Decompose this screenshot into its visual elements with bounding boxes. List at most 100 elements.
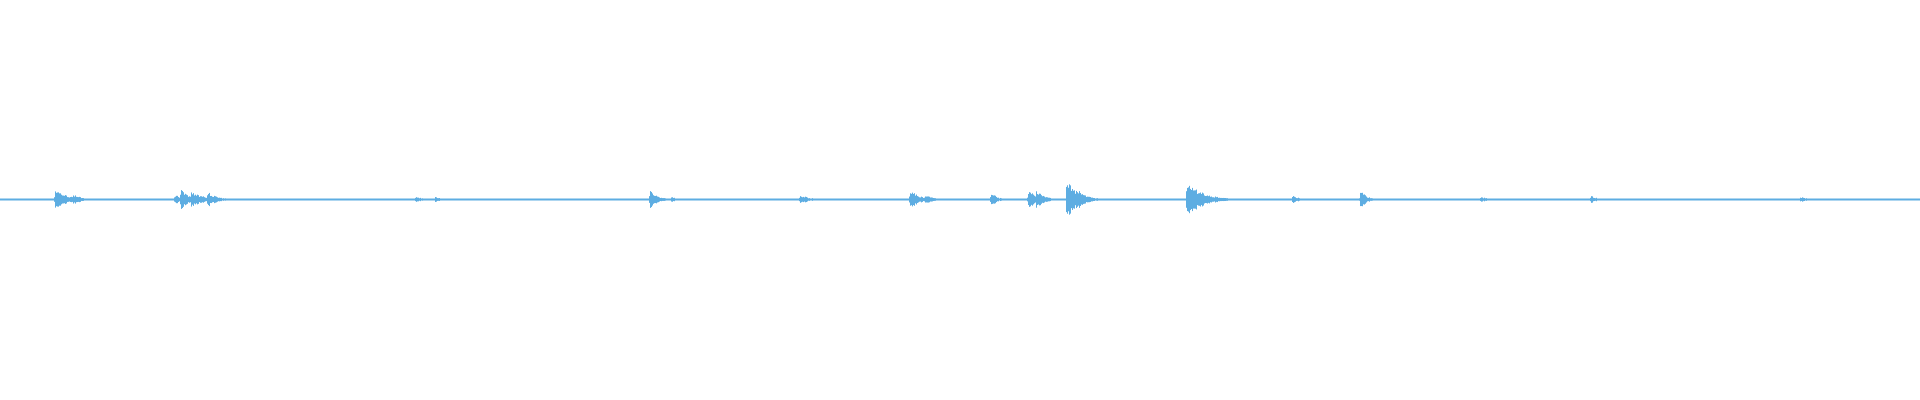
waveform-bar (200, 196, 201, 203)
waveform-bar (72, 197, 73, 202)
waveform-bar (1223, 197, 1224, 202)
waveform-bar (1201, 194, 1202, 205)
waveform-bar (1213, 197, 1214, 202)
waveform-bar (1044, 196, 1045, 203)
waveform-bar (805, 196, 806, 203)
waveform-bar (1359, 198, 1360, 201)
waveform-bar (225, 198, 226, 201)
waveform-bar (75, 195, 76, 204)
waveform-bar (64, 195, 65, 204)
waveform-bar (180, 194, 181, 205)
waveform-bar (74, 196, 75, 203)
waveform-bar (802, 197, 803, 202)
waveform-bar (1039, 193, 1040, 206)
waveform-bar (803, 196, 804, 203)
waveform-bar (1292, 196, 1293, 203)
waveform-bar (1802, 197, 1803, 202)
waveform-bar (1079, 191, 1080, 208)
waveform-bar (1370, 198, 1371, 201)
waveform-bar (800, 196, 801, 203)
waveform-bar (650, 191, 651, 208)
waveform-bar (438, 198, 439, 201)
waveform-bar (804, 197, 805, 202)
waveform-bar (1037, 194, 1038, 205)
waveform-bar (658, 196, 659, 203)
waveform-bar (1196, 189, 1197, 210)
waveform-bar (1080, 193, 1081, 206)
waveform-bar (214, 195, 215, 204)
waveform-bar (77, 196, 78, 203)
waveform-bar (930, 197, 931, 202)
waveform-bar (929, 196, 930, 203)
waveform-bar (1219, 197, 1220, 202)
waveform-bar (1225, 198, 1226, 201)
waveform-bar (671, 197, 672, 202)
waveform-bar (812, 198, 813, 201)
waveform-bar (1221, 197, 1222, 202)
waveform-bar (78, 197, 79, 202)
waveform-bar (1294, 196, 1295, 203)
waveform-bar (654, 195, 655, 204)
waveform-bar (916, 194, 917, 205)
waveform-bar (1192, 187, 1193, 212)
waveform-bar (1361, 192, 1362, 207)
waveform-bar (912, 192, 913, 207)
waveform-bar (1211, 196, 1212, 203)
waveform-bar (1049, 197, 1050, 202)
waveform-bar (1362, 192, 1363, 207)
waveform-bar (914, 193, 915, 206)
waveform-bar (1041, 195, 1042, 204)
waveform-bar (1209, 195, 1210, 204)
waveform-bar (76, 196, 77, 203)
waveform-bar (1094, 198, 1095, 201)
waveform-bar (661, 197, 662, 202)
waveform-bar (918, 196, 919, 203)
waveform-bar (1482, 197, 1483, 202)
waveform-bar (1097, 198, 1098, 201)
waveform-bar (436, 197, 437, 202)
waveform-bar (1045, 197, 1046, 202)
waveform-bar (71, 196, 72, 203)
waveform-bar (1187, 187, 1188, 212)
waveform-bar (1216, 197, 1217, 202)
waveform-bar (1203, 193, 1204, 206)
waveform-bar (422, 198, 423, 201)
waveform-bar (657, 196, 658, 203)
waveform-bar (919, 197, 920, 202)
waveform-bar (178, 197, 179, 202)
waveform-bar (1081, 194, 1082, 205)
waveform-bar (926, 196, 927, 203)
waveform-bar (1197, 193, 1198, 206)
waveform-bar (1369, 197, 1370, 202)
waveform-bar (57, 192, 58, 207)
waveform-bar (1191, 189, 1192, 210)
waveform-bar (1480, 198, 1481, 201)
waveform-bar (1486, 198, 1487, 201)
waveform-bar (653, 195, 654, 204)
waveform-bar (1031, 194, 1032, 205)
waveform-bar (1596, 197, 1597, 202)
waveform-bar (83, 198, 84, 201)
waveform-bar (993, 195, 994, 204)
waveform-bar (1208, 196, 1209, 203)
waveform-bar (1091, 197, 1092, 202)
waveform-bar (1067, 185, 1068, 214)
waveform-bar (183, 192, 184, 207)
waveform-bar (418, 197, 419, 202)
waveform-bar (1028, 193, 1029, 206)
waveform-bar (931, 197, 932, 202)
waveform-bar (1363, 194, 1364, 205)
waveform-bar (1078, 193, 1079, 206)
waveform-bar (920, 197, 921, 202)
waveform-bar (416, 197, 417, 202)
waveform-bar (206, 197, 207, 202)
waveform-bar (992, 195, 993, 204)
waveform-bar (208, 193, 209, 206)
waveform-bar (1042, 196, 1043, 203)
waveform-bar (1210, 196, 1211, 203)
waveform-bar (1092, 197, 1093, 202)
waveform-bar (212, 196, 213, 203)
waveform-bar (663, 198, 664, 201)
waveform-bar (1485, 198, 1486, 201)
